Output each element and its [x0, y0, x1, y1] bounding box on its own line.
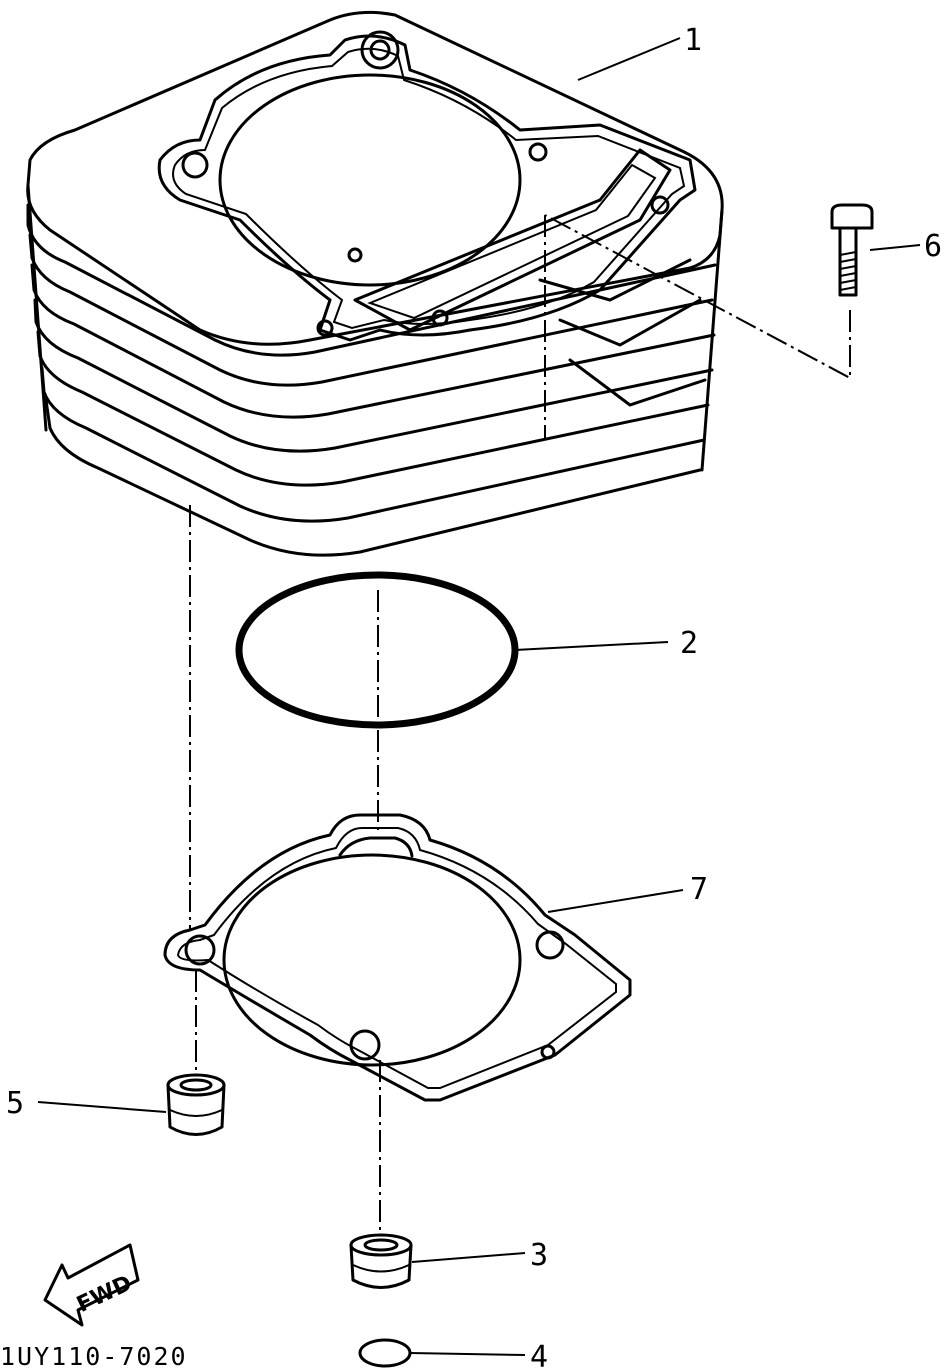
fwd-label: FWD	[73, 1271, 136, 1318]
callout-dowel-pin-left: 5	[6, 1086, 24, 1121]
part-code-label: 1UY110-7020	[0, 1342, 188, 1369]
callout-cylinder: 1	[684, 23, 702, 58]
callout-dowel-pin-lower: 3	[530, 1238, 548, 1273]
callout-labels: 1 2 3 4 5 6 7	[6, 23, 942, 1369]
callout-o-ring: 2	[680, 626, 698, 661]
cylinder-part	[26, 10, 724, 557]
small-o-ring-part	[358, 1338, 412, 1368]
dowel-pin-lower-part	[349, 1233, 413, 1289]
cylinder-gasket-part	[163, 813, 632, 1102]
fwd-arrow-icon: FWD	[43, 1243, 140, 1327]
callout-cylinder-gasket: 7	[690, 872, 708, 907]
callout-small-o-ring: 4	[530, 1340, 548, 1369]
assembly-centerlines	[189, 505, 381, 1232]
leader-lines	[37, 37, 921, 1356]
callout-bolt: 6	[924, 229, 942, 264]
dowel-pin-left-part	[166, 1073, 226, 1136]
bolt-part	[544, 203, 874, 380]
